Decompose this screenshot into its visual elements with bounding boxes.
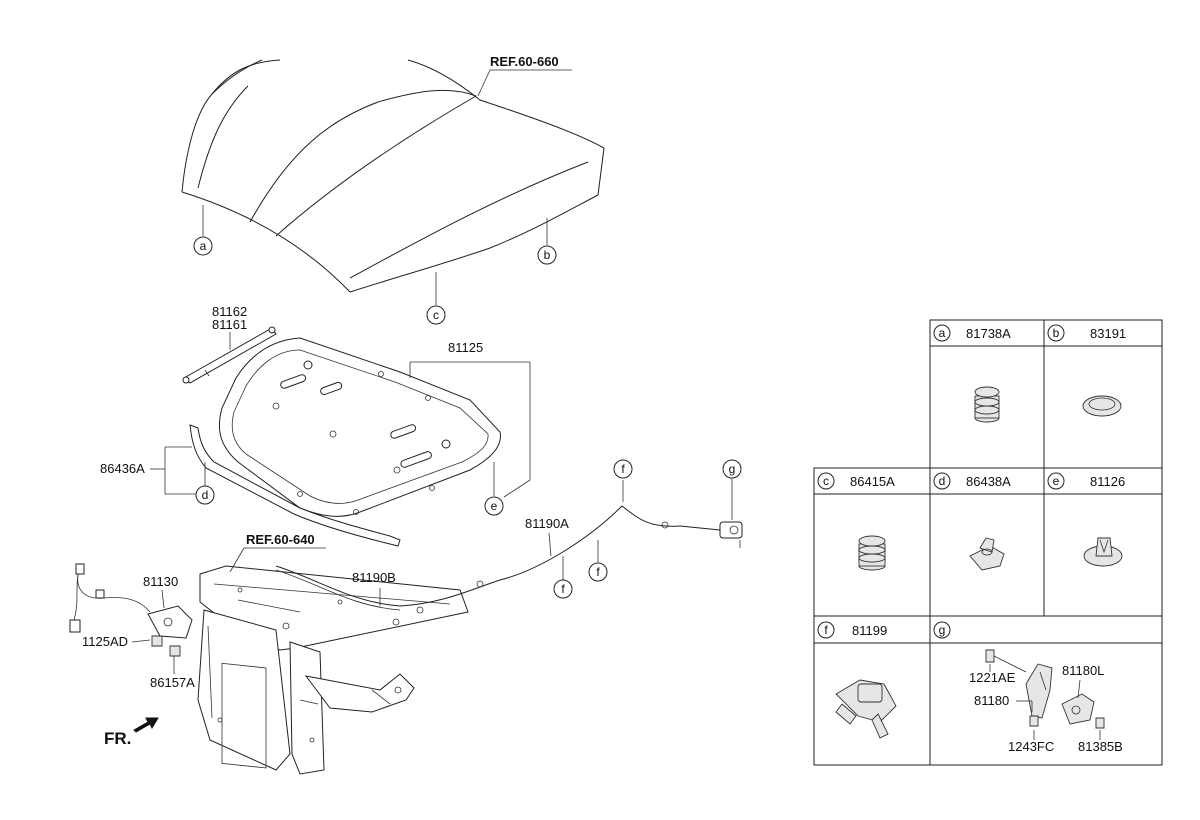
- legend-cell-e: e 81126: [1047, 472, 1125, 567]
- svg-text:1243FC: 1243FC: [1008, 739, 1054, 754]
- svg-text:a: a: [200, 239, 207, 253]
- legend-cell-a: a 81738A: [933, 324, 1011, 423]
- hood-insulator: 81125: [218, 337, 531, 517]
- callout-f-2: f: [588, 540, 608, 582]
- ref-hood-label: REF.60-660: [490, 54, 559, 69]
- svg-text:b: b: [544, 248, 551, 262]
- svg-text:86436A: 86436A: [100, 461, 145, 476]
- hood-bumper-a-icon: [974, 386, 1000, 423]
- callout-e: e: [484, 462, 504, 516]
- hood-latch-assembly: 81130 1125AD 86157A: [69, 563, 195, 690]
- svg-text:81130: 81130: [143, 574, 178, 589]
- svg-text:81126: 81126: [1090, 474, 1125, 489]
- svg-text:81190B: 81190B: [352, 570, 396, 585]
- callout-c: c: [426, 272, 446, 325]
- svg-text:86415A: 86415A: [850, 474, 895, 489]
- svg-text:1221AE: 1221AE: [969, 670, 1016, 685]
- legend-cell-g: g 1221AE 81180L 81180 1243FC 81385B: [933, 621, 1123, 754]
- hood-weatherstrip: 86436A: [100, 424, 401, 547]
- svg-text:86438A: 86438A: [966, 474, 1011, 489]
- svg-text:d: d: [202, 488, 209, 502]
- callout-f-3: f: [553, 556, 573, 599]
- hood-panel: [181, 59, 605, 293]
- legend-cell-c: c 86415A: [817, 472, 895, 571]
- svg-text:c: c: [823, 474, 829, 488]
- hood-bumper-c-icon: [858, 535, 886, 571]
- callout-a: a: [193, 205, 213, 256]
- callout-b: b: [537, 218, 557, 265]
- svg-text:f: f: [596, 565, 600, 579]
- svg-text:81180L: 81180L: [1062, 663, 1104, 678]
- release-handle-g-icon: [985, 649, 1105, 729]
- clip-d-icon: [969, 537, 1005, 571]
- legend-table: [813, 319, 1163, 766]
- svg-text:g: g: [939, 623, 946, 637]
- plug-b-icon: [1082, 395, 1122, 417]
- hood-stay-rod: 81162 81161: [182, 304, 277, 384]
- svg-text:81125: 81125: [448, 340, 483, 355]
- svg-text:1125AD: 1125AD: [82, 634, 128, 649]
- legend-cell-b: b 83191: [1047, 324, 1126, 417]
- ref-hood-callout: REF.60-660: [477, 54, 572, 97]
- legend-cell-f: f 81199: [817, 621, 897, 739]
- svg-text:81738A: 81738A: [966, 326, 1011, 341]
- front-direction-indicator: FR.: [104, 717, 159, 748]
- svg-text:86157A: 86157A: [150, 675, 195, 690]
- svg-text:81162: 81162: [212, 304, 247, 319]
- ref-frame-callout: REF.60-640: [229, 532, 326, 573]
- svg-text:83191: 83191: [1090, 326, 1126, 341]
- svg-text:FR.: FR.: [104, 729, 131, 748]
- svg-text:c: c: [433, 308, 439, 322]
- svg-text:e: e: [1053, 474, 1060, 488]
- svg-text:g: g: [729, 462, 736, 476]
- cable-clip-f-icon: [835, 679, 897, 739]
- svg-text:d: d: [939, 474, 946, 488]
- clip-e-icon: [1083, 537, 1123, 567]
- svg-text:e: e: [491, 499, 498, 513]
- callout-f-1: f: [613, 459, 633, 502]
- svg-text:81385B: 81385B: [1078, 739, 1123, 754]
- front-end-module: [197, 565, 469, 775]
- hood-release-cable: 81190A 81190B: [275, 505, 743, 611]
- svg-text:f: f: [621, 462, 625, 476]
- ref-frame-label: REF.60-640: [246, 532, 315, 547]
- svg-text:81180: 81180: [974, 693, 1009, 708]
- svg-text:f: f: [824, 623, 828, 637]
- svg-text:b: b: [1053, 326, 1060, 340]
- callout-g: g: [722, 459, 742, 520]
- svg-text:81190A: 81190A: [525, 516, 569, 531]
- svg-text:f: f: [561, 582, 565, 596]
- svg-text:a: a: [939, 326, 946, 340]
- legend-cell-d: d 86438A: [933, 472, 1011, 571]
- svg-text:81199: 81199: [852, 623, 887, 638]
- svg-text:81161: 81161: [212, 317, 247, 332]
- callout-d: d: [195, 462, 215, 505]
